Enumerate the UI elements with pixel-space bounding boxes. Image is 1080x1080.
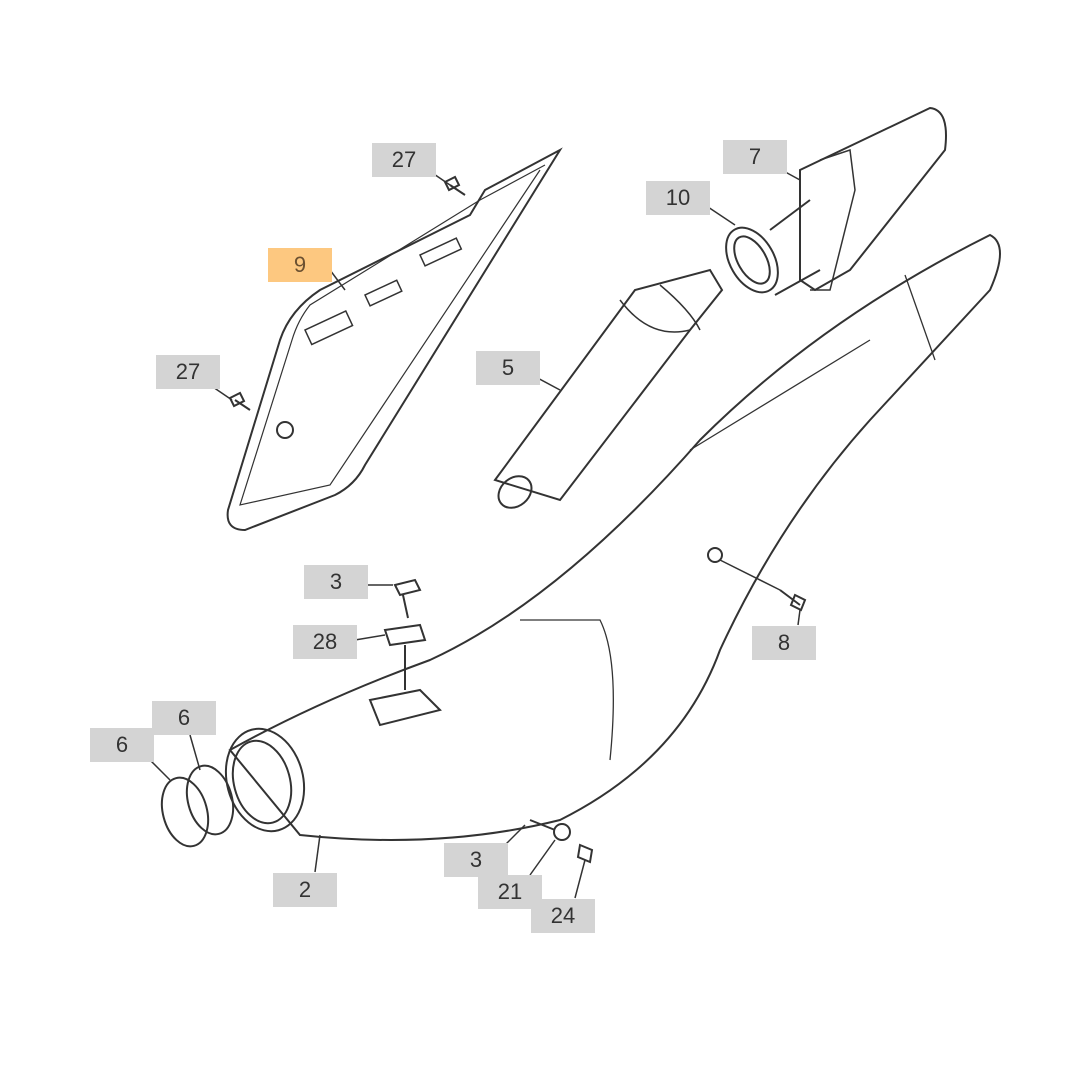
side-cover-part — [226, 147, 563, 532]
silencer-body-part — [224, 233, 1001, 841]
callout-number: 3 — [469, 847, 483, 872]
leader-lines — [144, 167, 801, 899]
callout-number: 21 — [497, 879, 523, 904]
callout-number: 5 — [501, 355, 515, 380]
callout-number: 24 — [550, 903, 576, 928]
callout-6-left[interactable]: 6 — [90, 728, 154, 762]
callout-2[interactable]: 2 — [273, 873, 337, 907]
callout-10[interactable]: 10 — [646, 181, 710, 215]
bolt-27-left — [228, 391, 251, 411]
callout-9-highlighted[interactable]: 9 — [268, 248, 332, 282]
callout-number: 8 — [777, 630, 791, 655]
callout-number: 9 — [293, 252, 307, 277]
end-cap-part — [799, 106, 947, 292]
clamp-ring-part — [725, 199, 821, 296]
callout-27-left[interactable]: 27 — [156, 355, 220, 389]
bolt-27-top — [443, 175, 466, 196]
callout-3-bottom[interactable]: 3 — [444, 843, 508, 877]
callout-number: 7 — [748, 144, 762, 169]
callout-28[interactable]: 28 — [293, 625, 357, 659]
callout-number: 27 — [175, 359, 201, 384]
callout-number: 6 — [115, 732, 129, 757]
mounting-bracket-part — [368, 578, 442, 727]
callout-6-right[interactable]: 6 — [152, 701, 216, 735]
gasket-rings-part — [160, 764, 235, 848]
bottom-hardware — [529, 819, 594, 864]
callout-number: 10 — [665, 185, 691, 210]
bolt-8 — [779, 589, 807, 612]
callout-27-top[interactable]: 27 — [372, 143, 436, 177]
callout-number: 3 — [329, 569, 343, 594]
callout-3-top[interactable]: 3 — [304, 565, 368, 599]
callout-21[interactable]: 21 — [478, 875, 542, 909]
callout-number: 27 — [391, 147, 417, 172]
callout-5[interactable]: 5 — [476, 351, 540, 385]
callout-8[interactable]: 8 — [752, 626, 816, 660]
callout-number: 2 — [298, 877, 312, 902]
callout-number: 6 — [177, 705, 191, 730]
callout-7[interactable]: 7 — [723, 140, 787, 174]
callout-number: 28 — [312, 629, 338, 654]
link-pipe-part — [493, 268, 724, 509]
callout-24[interactable]: 24 — [531, 899, 595, 933]
